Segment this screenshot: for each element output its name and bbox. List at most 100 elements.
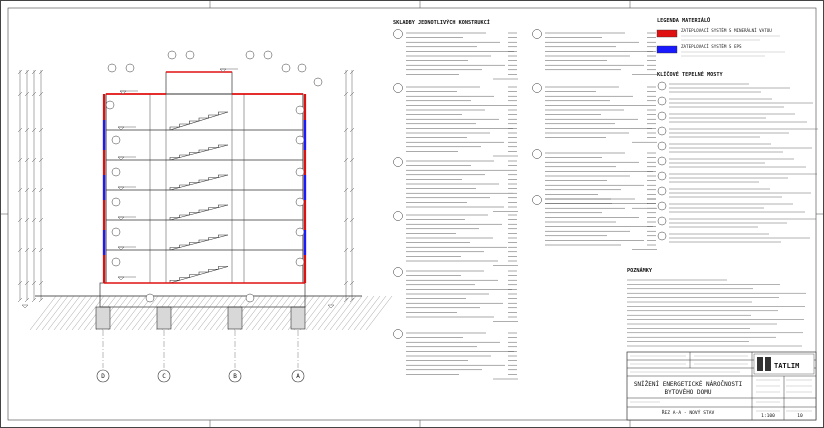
hatch-line (197, 295, 225, 331)
stair-line (169, 266, 229, 284)
dimension-tick (343, 187, 349, 193)
callout-bubble (145, 293, 155, 303)
callout-bubble (263, 50, 273, 60)
hatch-line (347, 295, 375, 331)
dimension-tick (17, 280, 23, 286)
dimension-tick (343, 157, 349, 163)
level-triangle (327, 304, 335, 309)
hatch-line (125, 295, 153, 331)
roof-structure (106, 71, 303, 95)
dimension-tick (343, 297, 349, 303)
hatch-line (275, 295, 303, 331)
composition-column-1 (393, 29, 518, 380)
dimension-tick (343, 280, 349, 286)
dimension-tick (349, 91, 355, 97)
title-block: TATLIM SNÍŽENÍ ENERGETICKÉ NÁROČNOSTI BY… (626, 351, 817, 421)
stair-line (169, 174, 229, 191)
hatch-line (113, 295, 141, 331)
hatch-line (365, 295, 393, 331)
dimension-tick (24, 187, 30, 193)
composition-bubble (532, 83, 542, 93)
dimension-tick (17, 127, 23, 133)
dimension-tick (349, 247, 355, 253)
hatch-line (191, 295, 219, 331)
hatch-line (257, 295, 285, 331)
dimension-tick (38, 187, 44, 193)
hatch-line (41, 295, 69, 331)
sheet-number: 10 (797, 413, 803, 419)
dimension-tick (38, 217, 44, 223)
internal-walls (149, 94, 245, 283)
callout-bubble (185, 50, 195, 60)
compositions-heading: SKLADBY JEDNOTLIVÝCH KONSTRUKCÍ (393, 18, 490, 26)
hatch-line (137, 295, 165, 331)
hatch-line (29, 295, 57, 331)
stair-line (169, 204, 229, 221)
dimension-tick (38, 127, 44, 133)
callout-bubble (297, 63, 307, 73)
hatch-line (317, 295, 345, 331)
dimension-tick (343, 247, 349, 253)
hatch-line (323, 295, 351, 331)
bridge-bubble (657, 186, 667, 196)
bridges-heading: KLÍČOVÉ TEPELNÉ MOSTY (657, 70, 723, 78)
dimension-tick (17, 91, 23, 97)
dimension-tick (31, 157, 37, 163)
bridge-bubble (657, 216, 667, 226)
dimension-tick (343, 91, 349, 97)
foundations (95, 306, 306, 330)
dimension-tick (31, 127, 37, 133)
legend-swatch-blue (656, 45, 678, 54)
hatch-line (119, 295, 147, 331)
dimension-tick (24, 247, 30, 253)
dimension-tick (31, 297, 37, 303)
callout-bubble (295, 135, 305, 145)
callout-bubble (107, 63, 117, 73)
ground-hatch-lines (29, 295, 393, 331)
dimension-tick (38, 69, 44, 75)
dimension-tick (17, 297, 23, 303)
dimension-tick (17, 187, 23, 193)
composition-bubble (393, 329, 403, 339)
dimension-tick (24, 127, 30, 133)
hatch-line (59, 295, 87, 331)
axis-lines (102, 330, 299, 368)
bridge-bubble (657, 81, 667, 91)
drawing-scale: 1:100 (761, 413, 775, 419)
legend-item-red: ZATEPLOVACÍ SYSTÉM S MINERÁLNÍ VATOU (681, 28, 772, 33)
dimension-tick (38, 157, 44, 163)
dimension-tick (24, 297, 30, 303)
hatch-line (107, 295, 135, 331)
hatch-line (245, 295, 273, 331)
facade-insulation (102, 94, 307, 284)
composition-column-2 (532, 29, 657, 250)
hatch-line (179, 295, 207, 331)
hatch-line (311, 295, 339, 331)
callout-bubble (295, 167, 305, 177)
dimension-tick (24, 217, 30, 223)
hatch-line (353, 295, 381, 331)
callout-bubble (245, 50, 255, 60)
stair-line (169, 234, 229, 251)
dimension-tick (343, 217, 349, 223)
hatch-line (341, 295, 369, 331)
dimension-tick (31, 91, 37, 97)
callout-bubble (281, 63, 291, 73)
callout-bubble (167, 50, 177, 60)
drawing-name: ŘEZ A-A - NOVÝ STAV (662, 408, 715, 416)
notes-heading: POZNÁMKY (627, 267, 653, 274)
bridge-bubble (657, 96, 667, 106)
dimension-tick (17, 247, 23, 253)
callout-bubble (245, 293, 255, 303)
dimension-tick (17, 157, 23, 163)
axis-label-b: B (233, 373, 237, 380)
dimension-tick (31, 187, 37, 193)
axis-bubbles (96, 369, 305, 383)
dimension-tick (38, 297, 44, 303)
callout-bubble (295, 227, 305, 237)
dimension-tick (17, 69, 23, 75)
hatch-line (251, 295, 279, 331)
dimension-tick (38, 280, 44, 286)
axis-bubble (157, 369, 171, 383)
